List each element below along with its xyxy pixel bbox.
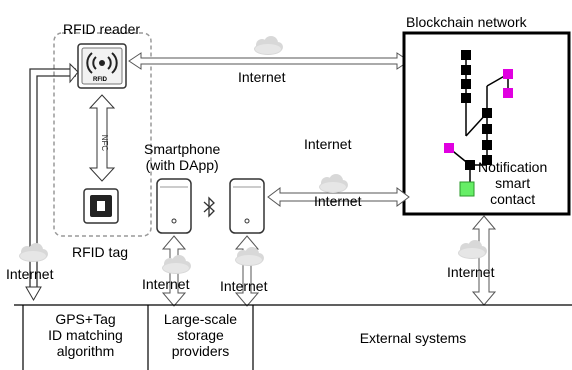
rfid-reader-icon [77,43,127,89]
internet-phones-label: Internet [314,193,362,209]
nfc-arrow: NFC [88,94,116,182]
bluetooth-icon [203,196,215,218]
internet-right-label: Internet [447,264,495,280]
chain-side-block [503,69,513,79]
storage-line2: storage [177,327,224,343]
blockchain-chain [444,50,513,197]
internet-top-label: Internet [238,69,286,85]
chain-side-block [444,143,454,153]
gps-line1: GPS+Tag [55,311,116,327]
cloud-icon [319,174,348,193]
rfid-group-box [53,32,152,237]
smartphone-label-line2: (with DApp) [145,157,219,173]
chain-block [461,50,471,60]
storage-providers-box: Large-scale storage providers [149,311,252,359]
chain-block [461,79,471,89]
internet-bottom-b-label: Internet [220,278,268,294]
blockchain-network-label: Blockchain network [406,14,527,30]
internet-mid-label: Internet [304,136,352,152]
rfid-tag-icon [83,188,119,224]
cloud-icon [19,243,48,262]
chain-block [461,65,471,75]
cloud-icon [162,255,191,274]
bottom-systems-bar [14,304,572,370]
rfid-icon-text: RFID [93,77,107,83]
rfid-tag-label: RFID tag [72,244,129,260]
svg-text:NFC: NFC [100,135,109,152]
gps-line2: ID matching [48,327,123,343]
smartphone-right [229,178,265,234]
gps-line3: algorithm [56,343,115,359]
rfid-reader-label: RFID reader [63,21,141,37]
storage-line3: providers [171,343,230,359]
chain-block [461,93,471,103]
phone-right-down-arrow [234,235,264,307]
chain-block [482,155,492,165]
chain-block [465,160,475,170]
reader-blockchain-arrow [128,36,410,70]
notification-line3: contact [490,191,536,207]
notification-contract-label: Notification smart contact [478,159,547,207]
external-systems-box: External systems [359,330,467,346]
internet-left-label: Internet [6,266,54,282]
cloud-icon [254,36,283,55]
gps-matching-box: GPS+Tag ID matching algorithm [24,311,147,359]
smartphone-left [156,178,192,234]
cloud-icon [235,247,264,266]
storage-line1: Large-scale [163,311,238,327]
smartphone-label: Smartphone (with DApp) [144,141,220,173]
notification-line2: smart [495,175,531,191]
notification-line1: Notification [478,159,548,175]
chain-block [482,140,492,150]
left-connector [19,62,79,302]
notification-block [459,181,475,197]
phone-left-down-arrow [161,235,191,307]
internet-bottom-a-label: Internet [142,276,190,292]
smartphone-label-line1: Smartphone [144,141,221,157]
chain-block [482,108,492,118]
blockchain-external-arrow [458,215,497,306]
chain-side-block [503,88,513,98]
phone-blockchain-arrow [267,174,410,207]
chain-block [482,124,492,134]
